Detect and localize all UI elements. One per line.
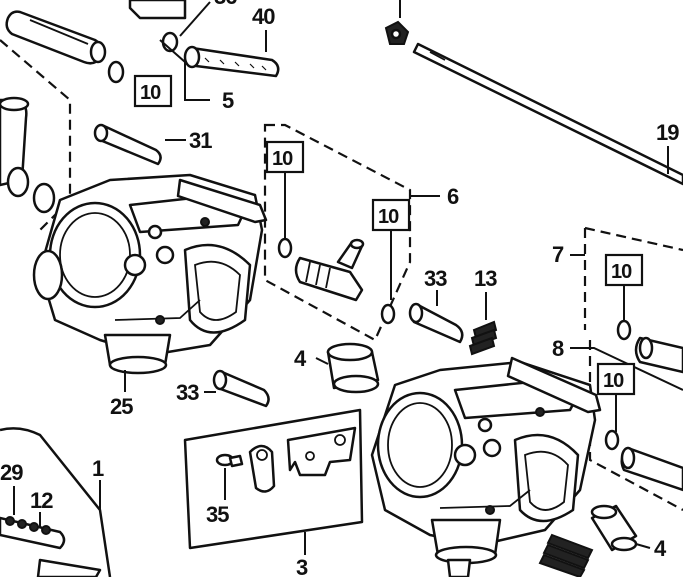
leader-5 <box>159 39 210 101</box>
cap-4-bottom-right <box>590 504 638 552</box>
boxed-10-kit7-frame <box>604 253 644 287</box>
callout-7: 7 <box>552 242 564 267</box>
carburetor-right <box>370 356 602 577</box>
o-ring-top <box>107 60 125 84</box>
callout-36-partial: 36 <box>214 0 237 9</box>
callout-19: 19 <box>656 120 679 145</box>
pin-31 <box>93 123 162 166</box>
kit-frame-3 <box>183 408 364 550</box>
leader-36 <box>179 1 211 37</box>
boxed-callout-10-kit6-lower: 10 <box>378 206 399 228</box>
boxed-callout-10-kit8: 10 <box>603 370 624 392</box>
callout-33-lower: 33 <box>176 380 199 405</box>
spring-13 <box>468 320 498 356</box>
callout-4-middle: 4 <box>294 346 307 371</box>
boxed-callout-10-top: 10 <box>140 82 161 104</box>
boxed-10-top-frame <box>133 74 173 108</box>
boxed-10-kit6-upper-frame <box>265 140 305 174</box>
throttle-rod-bottom-left <box>0 516 102 577</box>
kit-frame-7 <box>583 226 683 330</box>
callout-12: 12 <box>30 488 53 513</box>
o-ring-kit6-b <box>380 303 396 325</box>
water-pipe-left <box>0 96 56 214</box>
bracket-kit3 <box>286 426 357 477</box>
callout-4-bottom-right: 4 <box>654 536 667 561</box>
leader-4b <box>635 543 651 549</box>
cap-4-middle <box>326 342 380 394</box>
fuel-joint-kit7 <box>634 336 683 374</box>
callout-29: 29 <box>0 460 23 485</box>
spring-bottom-right <box>538 533 594 577</box>
callout-8: 8 <box>552 336 564 361</box>
callout-6: 6 <box>447 184 459 209</box>
fuel-joint-kit6 <box>294 238 365 302</box>
link-arm-kit3 <box>248 444 276 493</box>
kit-frame-8 <box>588 340 683 511</box>
nut-top <box>384 20 410 45</box>
rubber-tube-40 <box>183 45 280 78</box>
o-ring-kit8 <box>604 429 620 451</box>
boxed-callout-10-kit7: 10 <box>611 261 632 283</box>
kit-frame-6 <box>263 123 412 342</box>
pipe-33-upper <box>408 302 464 344</box>
frame-piece-bottom-left <box>0 427 112 577</box>
pipe-top-left <box>5 10 107 65</box>
callout-1: 1 <box>92 456 104 481</box>
callout-35: 35 <box>206 502 229 527</box>
leader-4a <box>315 357 329 365</box>
leader-8 <box>570 347 683 391</box>
pipe-kit8 <box>620 446 683 492</box>
callout-33-upper: 33 <box>424 266 447 291</box>
callout-3: 3 <box>296 555 308 577</box>
screw-35 <box>215 453 244 468</box>
carburetor-left <box>32 173 268 375</box>
boxed-10-kit8-frame <box>596 362 636 396</box>
callout-40: 40 <box>252 4 275 29</box>
pipe-33-lower <box>212 369 270 408</box>
throttle-shaft-19 <box>412 42 683 186</box>
bracket-top <box>128 0 187 20</box>
callout-5: 5 <box>222 88 234 113</box>
callout-31: 31 <box>189 128 212 153</box>
callout-25: 25 <box>110 394 133 419</box>
o-ring-kit6-a <box>277 237 293 259</box>
callout-13: 13 <box>474 266 497 291</box>
o-ring-kit7 <box>616 319 632 341</box>
boxed-callout-10-kit6-upper: 10 <box>272 148 293 170</box>
